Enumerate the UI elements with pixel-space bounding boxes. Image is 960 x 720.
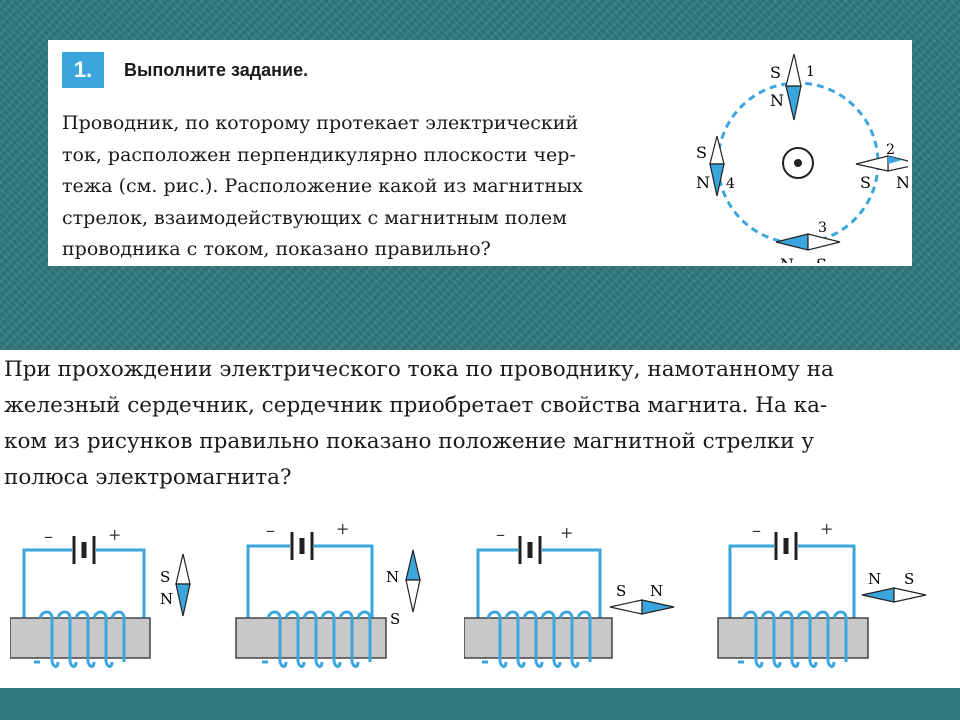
option-2-figure: – + N S xyxy=(235,520,421,668)
bottom-background-band xyxy=(0,688,960,720)
needle-left-label: N xyxy=(868,570,881,588)
needle-2-fill xyxy=(888,156,902,164)
needle-2: 2 S N xyxy=(855,142,908,192)
needle-north xyxy=(405,549,421,581)
option-3-figure: – + S N xyxy=(464,523,675,668)
question-block: При прохождении электрического тока по п… xyxy=(0,350,960,690)
needle-north xyxy=(175,583,191,617)
needle-4-south-label: S xyxy=(696,143,707,162)
coil-bottom xyxy=(738,660,836,668)
task-number-badge: 1. xyxy=(62,52,104,88)
needle-top-label: S xyxy=(160,568,170,586)
needle-1-north-label: N xyxy=(770,91,784,110)
task-text-line: тежа (см. рис.). Расположение какой из м… xyxy=(62,175,583,197)
needle-north xyxy=(641,599,675,615)
needle-south xyxy=(175,553,191,585)
needle-south xyxy=(405,579,421,613)
needle-1: S N 1 xyxy=(770,53,815,121)
needle-2-north xyxy=(855,155,889,172)
circuit-wire xyxy=(728,544,774,618)
question-text-line: ком из рисунков правильно показано полож… xyxy=(4,429,814,454)
plus-label: + xyxy=(820,520,833,538)
task-text-line: проводника с током, показано правильно? xyxy=(62,238,491,260)
coil-bottom xyxy=(262,660,360,668)
needle-3-north-label: N xyxy=(780,255,794,263)
minus-label: – xyxy=(44,526,53,547)
needle-1-number: 1 xyxy=(806,64,815,80)
task-text: Проводник, по которому протекает электри… xyxy=(62,108,662,266)
needle-2-south-label: S xyxy=(860,173,871,192)
circuit-wire xyxy=(798,544,856,618)
minus-label: – xyxy=(752,520,761,541)
question-text: При прохождении электрического тока по п… xyxy=(4,352,948,496)
plus-label: + xyxy=(560,523,573,542)
needle-right-label: S xyxy=(904,570,914,588)
needle-south xyxy=(893,587,927,603)
needle-3-south xyxy=(807,233,841,251)
current-dot-icon xyxy=(794,159,802,167)
needle-left-label: S xyxy=(616,582,626,600)
coil xyxy=(266,610,372,662)
needle-right-label: N xyxy=(650,582,663,600)
needle-bottom-label: S xyxy=(390,610,400,628)
circuit-wire xyxy=(314,544,374,618)
needle-north xyxy=(861,587,895,603)
coil xyxy=(486,610,592,662)
task-card: 1. Выполните задание. Проводник, по кото… xyxy=(48,40,912,266)
needle-4-north xyxy=(709,163,725,197)
needle-3-number: 3 xyxy=(818,220,827,236)
question-text-line: железный сердечник, сердечник приобретае… xyxy=(4,393,828,418)
coil xyxy=(742,610,848,662)
circuit-wire xyxy=(246,544,290,618)
needle-1-north xyxy=(785,85,802,121)
needle-1-south-label: S xyxy=(770,63,781,82)
needle-4-south xyxy=(709,135,725,165)
needle-4-north-label: N xyxy=(696,173,710,192)
circuit-wire xyxy=(476,548,518,618)
coil xyxy=(38,610,126,662)
needle-3-north xyxy=(775,233,809,251)
coil-bottom xyxy=(482,660,580,668)
iron-core xyxy=(10,617,151,659)
task-text-line: стрелок, взаимодействующих с магнитным п… xyxy=(62,206,567,229)
plus-label: + xyxy=(108,525,121,544)
needle-3-south-label: S xyxy=(816,255,827,263)
needle-south xyxy=(609,599,643,615)
circuit-wire xyxy=(542,548,602,618)
circuit-wire xyxy=(96,548,146,618)
task-text-line: Проводник, по которому протекает электри… xyxy=(62,112,579,134)
needle-top-label: N xyxy=(386,568,399,586)
magnetic-field-figure: S N 1 2 S N 3 N S S N 4 xyxy=(696,53,908,263)
task-text-line: ток, расположен перпендикулярно плоскост… xyxy=(62,143,576,166)
task-header: Выполните задание. xyxy=(124,60,309,80)
circuit-wire xyxy=(22,548,72,618)
minus-label: – xyxy=(266,520,275,541)
needle-bottom-label: N xyxy=(160,590,173,608)
iron-core xyxy=(464,617,613,659)
needle-1-south xyxy=(785,53,802,87)
needle-4: S N 4 xyxy=(696,135,735,197)
needle-4-number: 4 xyxy=(726,176,735,192)
coil-bottom xyxy=(34,660,114,668)
minus-label: – xyxy=(496,524,505,545)
needle-3: 3 N S xyxy=(775,220,841,263)
option-1-figure: – + S N xyxy=(10,525,191,668)
needle-2-north-label: N xyxy=(896,173,908,192)
option-4-figure: – + N S xyxy=(717,520,927,668)
plus-label: + xyxy=(336,520,349,538)
question-text-line: При прохождении электрического тока по п… xyxy=(4,357,834,382)
iron-core xyxy=(235,617,387,659)
needle-2-number: 2 xyxy=(886,142,895,158)
question-text-line: полюса электромагнита? xyxy=(4,465,292,490)
